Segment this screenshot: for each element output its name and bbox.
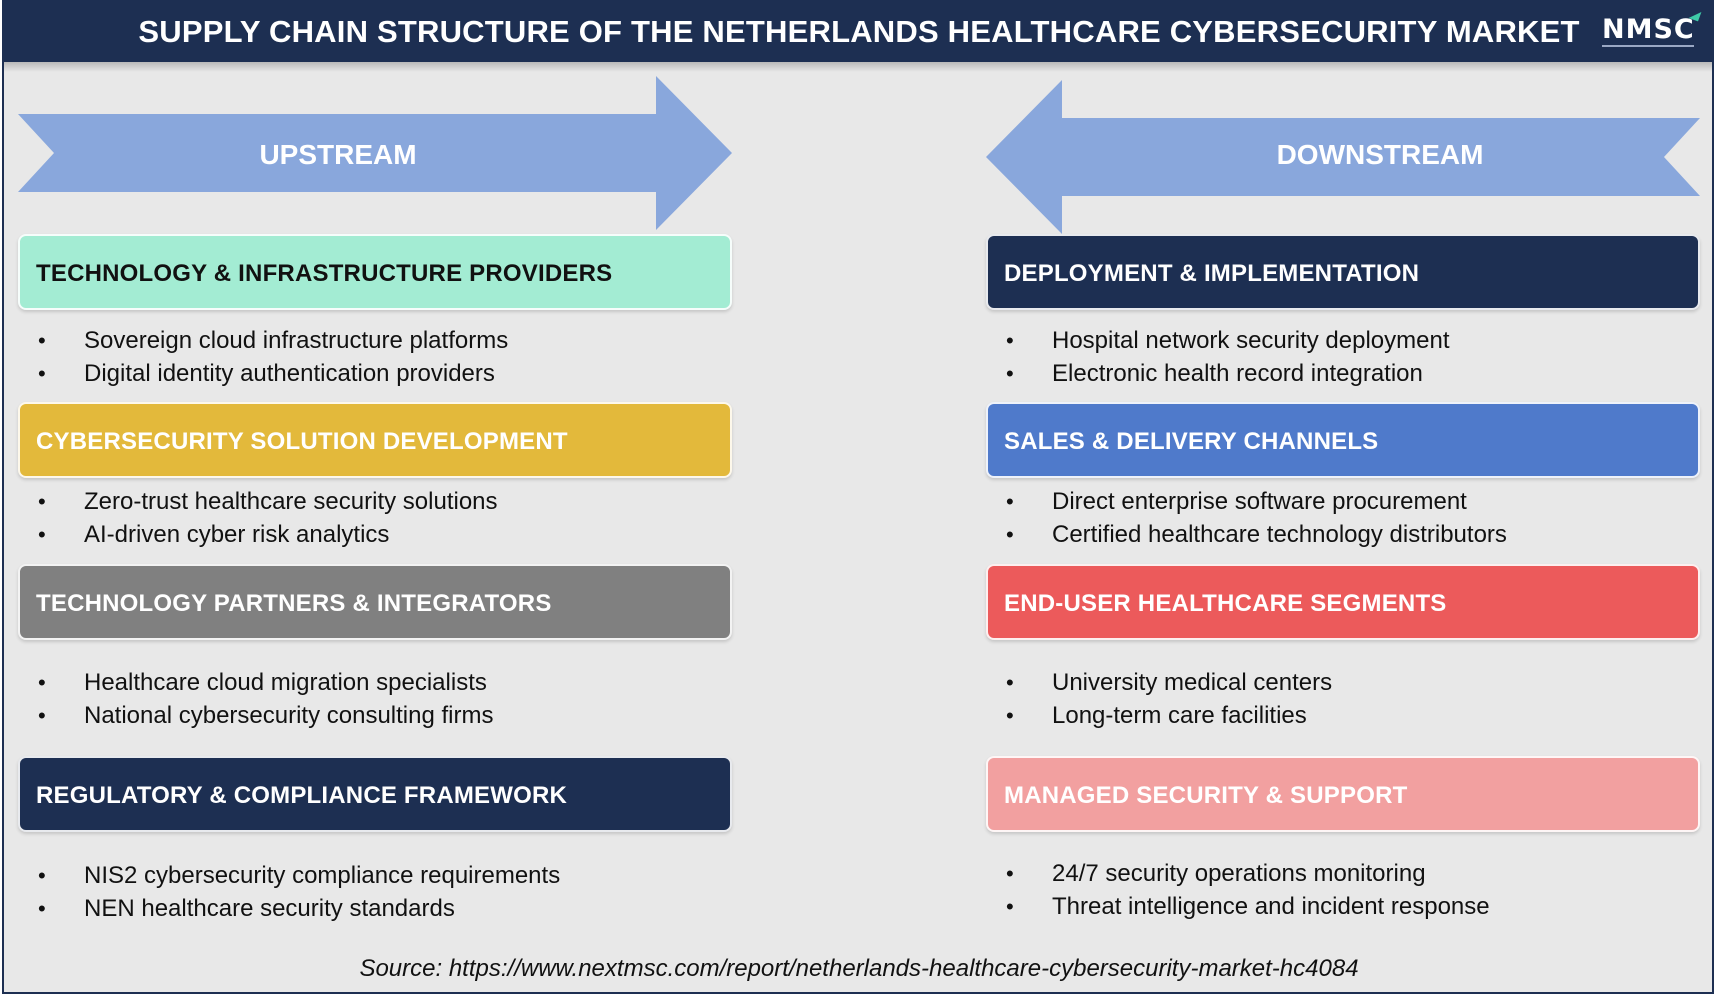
downstream-section-sales-delivery: SALES & DELIVERY CHANNELS <box>986 402 1700 478</box>
downstream-list-1: • Hospital network security deployment • E… <box>986 324 1450 390</box>
bullet-icon: • <box>1006 522 1014 547</box>
upstream-label: UPSTREAM <box>259 139 417 170</box>
list-item-text: Threat intelligence and incident respons… <box>1052 893 1490 920</box>
bullet-icon: • <box>38 670 46 695</box>
list-item: • NIS2 cybersecurity compliance requireme… <box>18 859 560 892</box>
list-item-text: Long-term care facilities <box>1052 702 1307 729</box>
logo-text: NMSC <box>1602 14 1695 45</box>
list-item-text: NEN healthcare security standards <box>84 895 455 922</box>
list-item-text: Certified healthcare technology distribu… <box>1052 521 1507 548</box>
list-item: • Healthcare cloud migration specialists <box>18 666 494 699</box>
list-item-text: University medical centers <box>1052 669 1333 696</box>
bullet-icon: • <box>38 328 46 353</box>
downstream-section-end-user-segments: END-USER HEALTHCARE SEGMENTS <box>986 564 1700 640</box>
list-item-text: Direct enterprise software procurement <box>1052 488 1467 515</box>
upstream-list-3: •Healthcare cloud migration specialists … <box>18 666 494 732</box>
section-title: CYBERSECURITY SOLUTION DEVELOPMENT <box>36 428 568 455</box>
section-title: TECHNOLOGY & INFRASTRUCTURE PROVIDERS <box>36 260 613 287</box>
list-item-text: National cybersecurity consulting firms <box>84 702 494 729</box>
list-item: • Long-term care facilities <box>986 699 1332 732</box>
upstream-section-regulatory-compliance: REGULATORY & COMPLIANCE FRAMEWORK <box>18 756 732 832</box>
bullet-icon: • <box>1006 703 1014 728</box>
list-item: • Zero-trust healthcare security solution… <box>18 485 498 518</box>
section-title: TECHNOLOGY PARTNERS & INTEGRATORS <box>36 590 552 617</box>
list-item: • Sovereign cloud infrastructure platform… <box>18 324 508 357</box>
list-item: • Electronic health record integration <box>986 357 1450 390</box>
list-item: • National cybersecurity consulting firms <box>18 699 494 732</box>
nmsc-logo: NMSC <box>1602 8 1702 52</box>
bullet-icon: • <box>1006 894 1014 919</box>
bullet-icon: • <box>1006 328 1014 353</box>
bullet-icon: • <box>1006 670 1014 695</box>
list-item: • Direct enterprise software procurement <box>986 485 1507 518</box>
section-title: DEPLOYMENT & IMPLEMENTATION <box>1004 260 1420 287</box>
bullet-icon: • <box>1006 861 1014 886</box>
list-item-text: Electronic health record integration <box>1052 360 1423 387</box>
upstream-list-4: • NIS2 cybersecurity compliance requireme… <box>18 859 560 925</box>
list-item-text: AI-driven cyber risk analytics <box>84 521 390 548</box>
upstream-arrow <box>18 76 732 230</box>
header-bar <box>4 2 1712 62</box>
downstream-list-3: • University medical centers • Long-term c… <box>986 666 1332 732</box>
downstream-section-managed-security: MANAGED SECURITY & SUPPORT <box>986 756 1700 832</box>
bullet-icon: • <box>1006 489 1014 514</box>
list-item: • Hospital network security deployment <box>986 324 1450 357</box>
section-title: REGULATORY & COMPLIANCE FRAMEWORK <box>36 782 568 809</box>
upstream-section-technology-infrastructure: TECHNOLOGY & INFRASTRUCTURE PROVIDERS <box>18 234 732 310</box>
list-item-text: Zero-trust healthcare security solutions <box>84 488 498 515</box>
bullet-icon: • <box>38 522 46 547</box>
downstream-arrow <box>986 80 1700 234</box>
downstream-section-deployment: DEPLOYMENT & IMPLEMENTATION <box>986 234 1700 310</box>
upstream-section-solution-development: CYBERSECURITY SOLUTION DEVELOPMENT <box>18 402 732 478</box>
bullet-icon: • <box>38 896 46 921</box>
logo-underline <box>1602 45 1694 47</box>
list-item-text: Digital identity authentication provider… <box>84 360 495 387</box>
bullet-icon: • <box>38 361 46 386</box>
bullet-icon: • <box>1006 361 1014 386</box>
downstream-list-2: •Direct enterprise software procurement … <box>986 485 1507 551</box>
list-item-text: Healthcare cloud migration specialists <box>84 669 487 696</box>
list-item: • NEN healthcare security standards <box>18 892 560 925</box>
list-item: • Threat intelligence and incident respon… <box>986 890 1490 923</box>
list-item: • University medical centers <box>986 666 1332 699</box>
header-shadow <box>4 62 1712 72</box>
list-item-text: NIS2 cybersecurity compliance requiremen… <box>84 862 561 889</box>
list-item: • Certified healthcare technology distrib… <box>986 518 1507 551</box>
list-item: • AI-driven cyber risk analytics <box>18 518 498 551</box>
list-item: • Digital identity authentication provide… <box>18 357 508 390</box>
upstream-section-partners-integrators: TECHNOLOGY PARTNERS & INTEGRATORS <box>18 564 732 640</box>
list-item: • 24/7 security operations monitoring <box>986 857 1490 890</box>
list-item-text: 24/7 security operations monitoring <box>1052 860 1426 887</box>
downstream-list-4: • 24/7 security operations monitoring • Th… <box>986 857 1490 923</box>
source-citation: Source: https://www.nextmsc.com/report/n… <box>359 955 1359 982</box>
section-title: MANAGED SECURITY & SUPPORT <box>1004 782 1408 809</box>
bullet-icon: • <box>38 489 46 514</box>
downstream-label: DOWNSTREAM <box>1276 139 1484 170</box>
page-title: SUPPLY CHAIN STRUCTURE OF THE NETHERLAND… <box>138 14 1580 49</box>
list-item-text: Hospital network security deployment <box>1052 327 1450 354</box>
upstream-list-1: • Sovereign cloud infrastructure platform… <box>18 324 508 390</box>
section-title: SALES & DELIVERY CHANNELS <box>1004 428 1379 455</box>
list-item-text: Sovereign cloud infrastructure platforms <box>84 327 509 354</box>
bullet-icon: • <box>38 863 46 888</box>
section-title: END-USER HEALTHCARE SEGMENTS <box>1004 590 1447 617</box>
upstream-list-2: • Zero-trust healthcare security solution… <box>18 485 498 551</box>
bullet-icon: • <box>38 703 46 728</box>
